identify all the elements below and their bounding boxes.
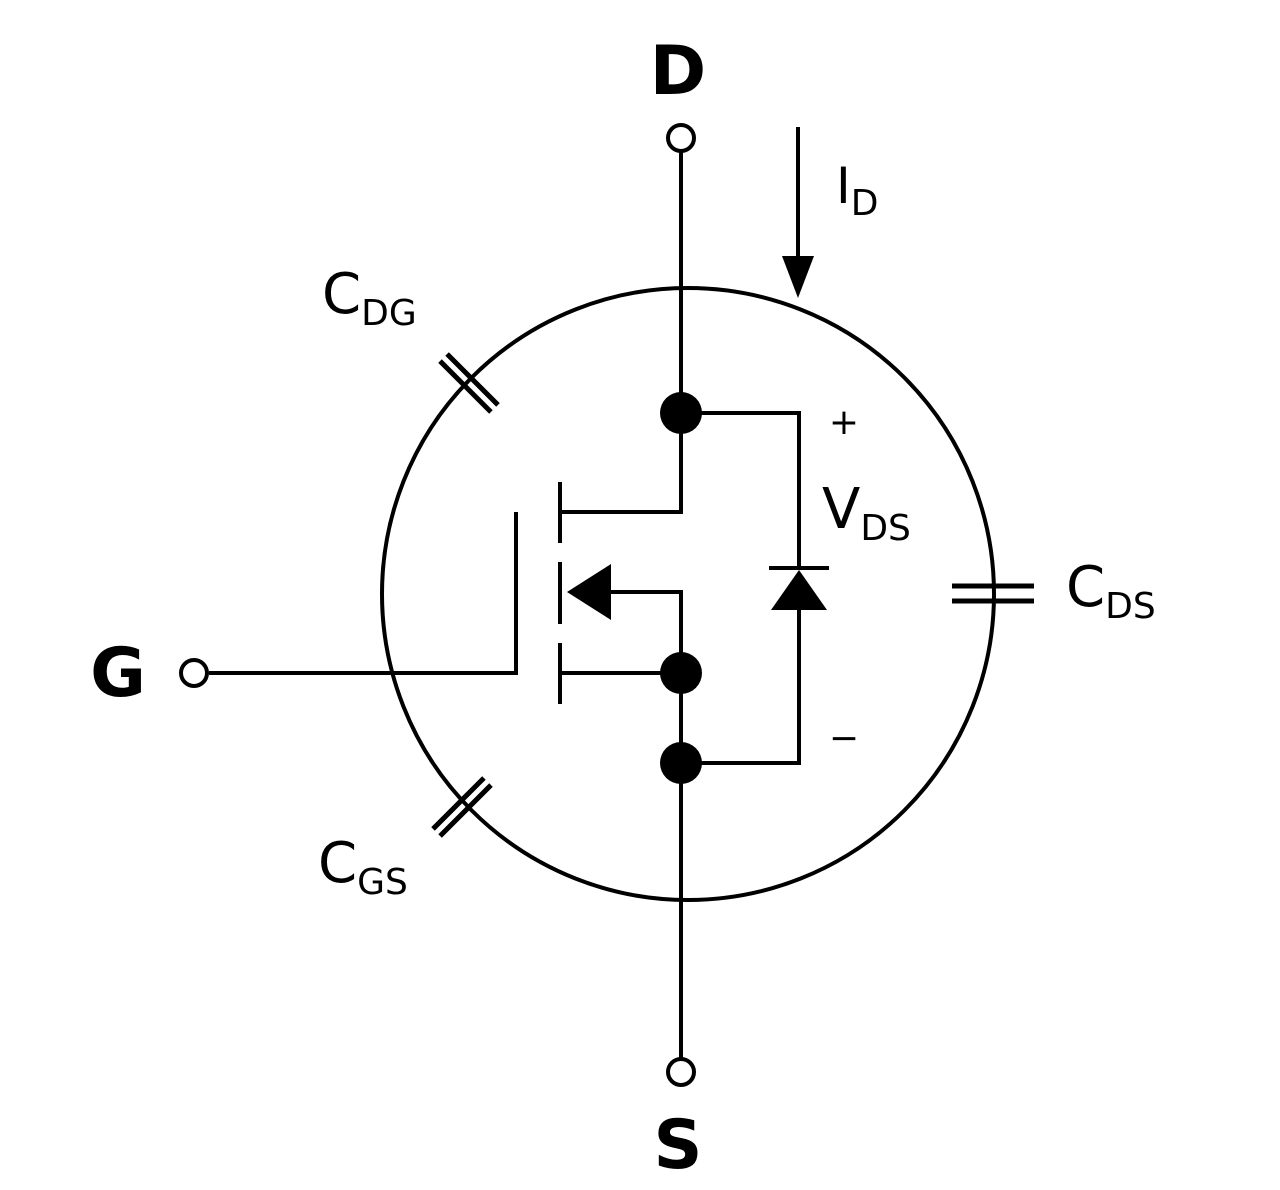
- vds-subscript: DS: [860, 508, 911, 549]
- drain-current-symbol: I: [836, 157, 851, 215]
- drain-label: D: [650, 32, 706, 111]
- body-arrow: [567, 564, 611, 620]
- gate-terminal[interactable]: [179, 658, 209, 688]
- package-outline: [380, 286, 996, 902]
- capacitor-dg-symbol-text: C: [322, 262, 361, 327]
- source-terminal[interactable]: [666, 1057, 696, 1087]
- capacitor-ds-subscript: DS: [1105, 586, 1156, 627]
- body-diode: [771, 570, 827, 610]
- drain-current-label: ID: [836, 157, 878, 224]
- diode-branch-bottom: [681, 608, 801, 765]
- drain-terminal[interactable]: [666, 123, 696, 153]
- capacitor-dg-subscript: DG: [361, 293, 417, 334]
- vds-symbol: V: [822, 477, 860, 542]
- capacitor-gs-symbol-text: C: [318, 831, 357, 896]
- capacitor-ds-label: CDS: [1066, 555, 1156, 627]
- capacitor-gs-subscript: GS: [357, 862, 408, 903]
- capacitor-dg-symbol: [438, 352, 500, 414]
- capacitor-dg-label: CDG: [322, 262, 417, 334]
- source-label: S: [654, 1106, 703, 1185]
- source-junction-dot: [660, 652, 702, 694]
- vds-minus-sign: −: [829, 718, 859, 759]
- drain-current-subscript: D: [851, 183, 879, 224]
- diode-branch-top: [681, 411, 801, 568]
- drain-junction-dot: [660, 392, 702, 434]
- diode-junction-dot: [660, 742, 702, 784]
- capacitor-ds-symbol: [952, 583, 1034, 604]
- capacitor-gs-symbol: [431, 776, 493, 838]
- capacitor-ds-symbol-text: C: [1066, 555, 1105, 620]
- capacitor-gs-label: CGS: [318, 831, 408, 903]
- gate-label: G: [90, 634, 146, 713]
- drain-current-arrowhead: [782, 256, 814, 298]
- vds-label: VDS: [822, 477, 911, 549]
- vds-plus-sign: +: [829, 402, 859, 443]
